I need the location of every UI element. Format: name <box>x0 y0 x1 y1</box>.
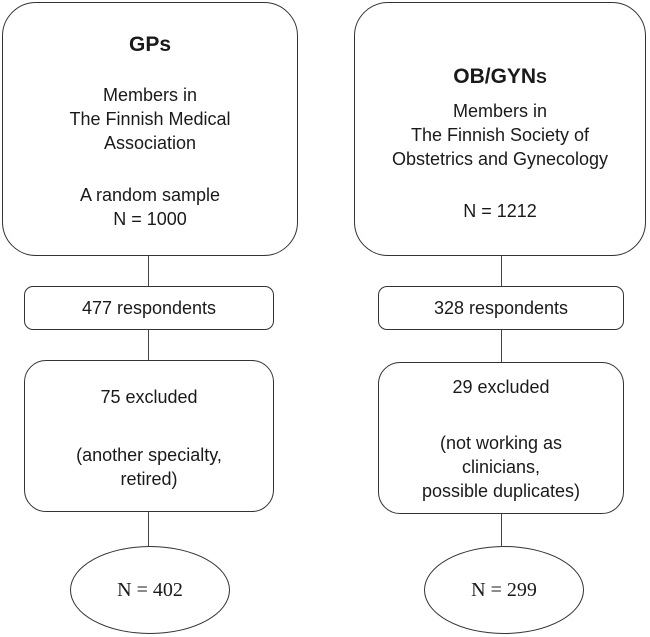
obgyn-members-line2: The Finnish Society of <box>410 125 590 145</box>
gps-members-line1: Members in <box>102 85 198 105</box>
gps-title: GPs <box>128 33 172 56</box>
obgyn-final-ellipse: N = 299 <box>424 546 584 634</box>
obgyn-title-main: OB/GYN <box>453 65 537 88</box>
obgyn-respondents-label: 328 respondents <box>433 297 569 318</box>
obgyn-members-line3: Obstetrics and Gynecology <box>391 149 609 169</box>
gps-members-line3: Association <box>103 133 197 153</box>
obgyn-title-suffix: S <box>536 70 547 87</box>
gps-source-box: GPs Members in The Finnish Medical Assoc… <box>2 2 298 256</box>
gps-sample-n: N = 1000 <box>113 209 187 229</box>
gps-final-ellipse: N = 402 <box>70 546 230 634</box>
obgyn-excluded-reason-2: clinicians, <box>461 457 541 477</box>
gps-excluded-reason-2: retired) <box>120 469 178 489</box>
obgyn-members-line1: Members in <box>452 101 548 121</box>
obgyn-respondents-box: 328 respondents <box>378 286 624 330</box>
gps-members-line2: The Finnish Medical <box>69 109 231 129</box>
obgyn-connector-1 <box>501 256 502 286</box>
gps-final-n: N = 402 <box>117 578 183 601</box>
obgyn-excluded-reason-1: (not working as <box>439 433 563 453</box>
obgyn-excluded-count: 29 excluded <box>452 377 550 397</box>
gps-excluded-box: 75 excluded (another specialty, retired) <box>24 360 274 512</box>
obgyn-final-n: N = 299 <box>471 578 537 601</box>
obgyn-sample-n: N = 1212 <box>463 201 537 221</box>
gps-respondents-label: 477 respondents <box>81 297 217 318</box>
gps-sample-label: A random sample <box>79 185 221 205</box>
gps-respondents-box: 477 respondents <box>24 286 274 330</box>
obgyn-connector-2 <box>501 330 502 362</box>
obgyn-title: OB/GYNS <box>355 65 645 91</box>
gps-connector-1 <box>148 256 149 286</box>
gps-excluded-reason-1: (another specialty, <box>76 445 222 465</box>
obgyn-connector-3 <box>501 514 502 546</box>
obgyn-source-box: OB/GYNS Members in The Finnish Society o… <box>354 2 646 256</box>
gps-connector-3 <box>148 512 149 546</box>
gps-connector-2 <box>148 330 149 360</box>
obgyn-excluded-box: 29 excluded (not working as clinicians, … <box>378 362 624 514</box>
obgyn-excluded-reason-3: possible duplicates) <box>421 481 581 501</box>
gps-excluded-count: 75 excluded <box>100 387 198 407</box>
